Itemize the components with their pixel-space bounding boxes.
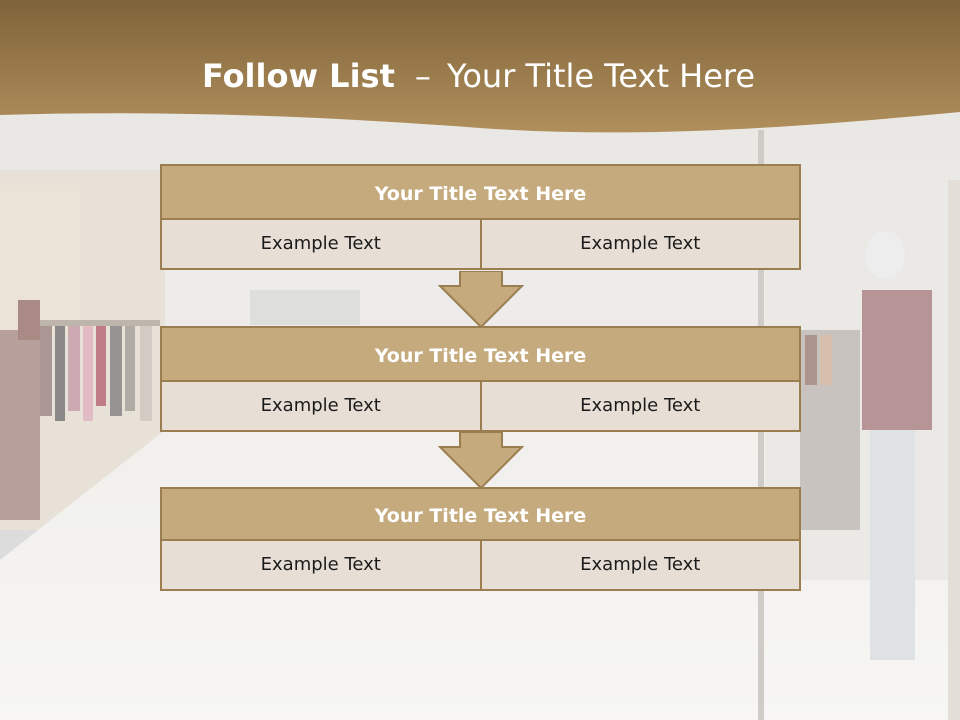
title-bold: Follow List [202,57,395,95]
block-cells: Example Text Example Text [160,541,801,591]
block-cell-left: Example Text [160,382,481,432]
list-block-1: Your Title Text Here Example Text Exampl… [160,164,801,270]
list-block-3: Your Title Text Here Example Text Exampl… [160,487,801,591]
block-cell-left: Example Text [160,541,481,591]
header-band [0,0,960,140]
block-title: Your Title Text Here [160,164,801,220]
block-cell-right: Example Text [480,220,801,270]
title-rest: Your Title Text Here [447,57,756,95]
list-block-2: Your Title Text Here Example Text Exampl… [160,326,801,432]
block-cells: Example Text Example Text [160,220,801,270]
block-title: Your Title Text Here [160,326,801,382]
block-cell-right: Example Text [480,541,801,591]
block-cells: Example Text Example Text [160,382,801,432]
title-separator: – [414,57,431,95]
block-title: Your Title Text Here [160,487,801,541]
down-arrow-icon [438,271,524,329]
block-cell-left: Example Text [160,220,481,270]
block-cell-right: Example Text [480,382,801,432]
slide-title: Follow List– Your Title Text Here [202,56,755,96]
down-arrow-icon [438,432,524,490]
